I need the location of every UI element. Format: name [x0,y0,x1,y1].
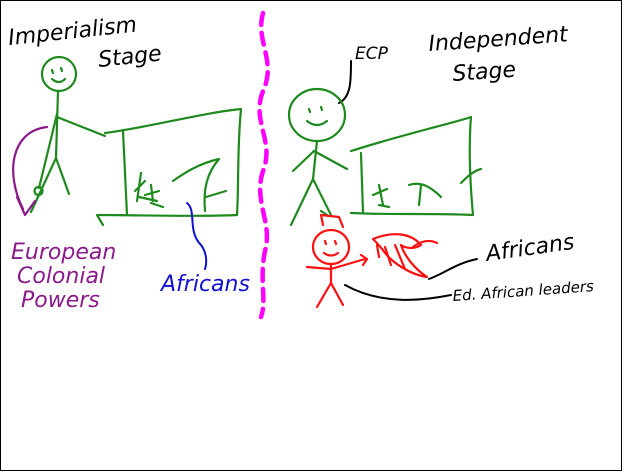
colonizer-smile [50,77,67,84]
imperialism-board-foot [95,213,105,227]
imperialism-title-line2: Stage [97,41,163,73]
leaders-label: Ed. African leaders [452,277,595,305]
leaders-pointer [344,284,452,301]
colonizer-stick-figure [29,55,107,214]
imperialism-ground-mark [204,189,228,199]
ecp-head [287,87,347,143]
imperialism-board-line [121,129,129,217]
africans-label-right: Africans [482,230,576,267]
colonizer-arrow-curve [12,125,49,211]
independent-title: ECP Independent Stage [355,22,570,87]
africans-crowd-strokes [375,243,407,271]
colonizer-body [54,89,60,160]
africans-crowd-outline [371,233,429,279]
leader-left-leg [315,281,333,309]
ecp-smile [305,119,329,127]
colonizer-label-line3: Powers [21,288,100,313]
ecp-left-leg [289,177,315,227]
africans-label-left: Africans [159,272,250,297]
leader-smile [322,251,340,257]
colonizer-right-arm [55,115,107,138]
ecp-foot [319,209,329,217]
leader-right-leg [329,281,345,307]
colonizer-label: European Colonial Powers [11,240,116,313]
ecp-body [311,139,319,181]
leader-left-arm [305,265,333,271]
africans-crowd-head [411,239,439,249]
independent-title-prefix: ECP [355,44,389,64]
leader-stick-figure [305,213,369,309]
imperialism-plant-1 [133,171,159,203]
colonizer-head [40,55,78,93]
independent-board-line [359,151,365,215]
independent-plant-1 [371,183,391,209]
independent-title-line2: Stage [452,58,517,87]
independent-title-line1: Independent [428,22,570,57]
ecp-left-arm [291,149,316,173]
ecp-right-arm [312,149,349,171]
colonizer-label-line1: European [11,240,116,265]
independent-flag-tip [459,167,483,185]
colonizer-label-line2: Colonial [17,264,105,289]
colonizer-right-leg [54,156,71,196]
africans-pointer-right [428,258,478,280]
leader-head [311,228,351,266]
imperialism-hand-shape [171,157,221,213]
ecp-right-leg [311,177,333,217]
imperialism-board [95,107,243,227]
colonizer-left-arm [37,112,59,190]
leader-right-arm [329,253,369,271]
africans-pointer-left [186,202,208,270]
stage-divider [257,10,270,320]
imperialism-title: Imperialism Stage [7,13,163,73]
imperialism-board-outline [97,107,243,217]
africans-crowd [371,233,439,279]
colonizer-arrow-head [15,195,37,217]
ecp-pointer [338,60,352,104]
colonizer-left-leg [29,156,58,214]
independent-board-outline [349,115,475,217]
ecp-eyes [307,105,324,114]
colonizer-eyes [50,66,64,75]
independent-plant-2 [407,182,443,207]
leader-hat [319,213,345,229]
colonizer-arrow [12,125,49,217]
ecp-stick-figure [287,87,349,227]
imperialism-plant-2 [143,183,165,209]
leader-eyes [323,239,338,246]
independent-board [349,115,483,217]
